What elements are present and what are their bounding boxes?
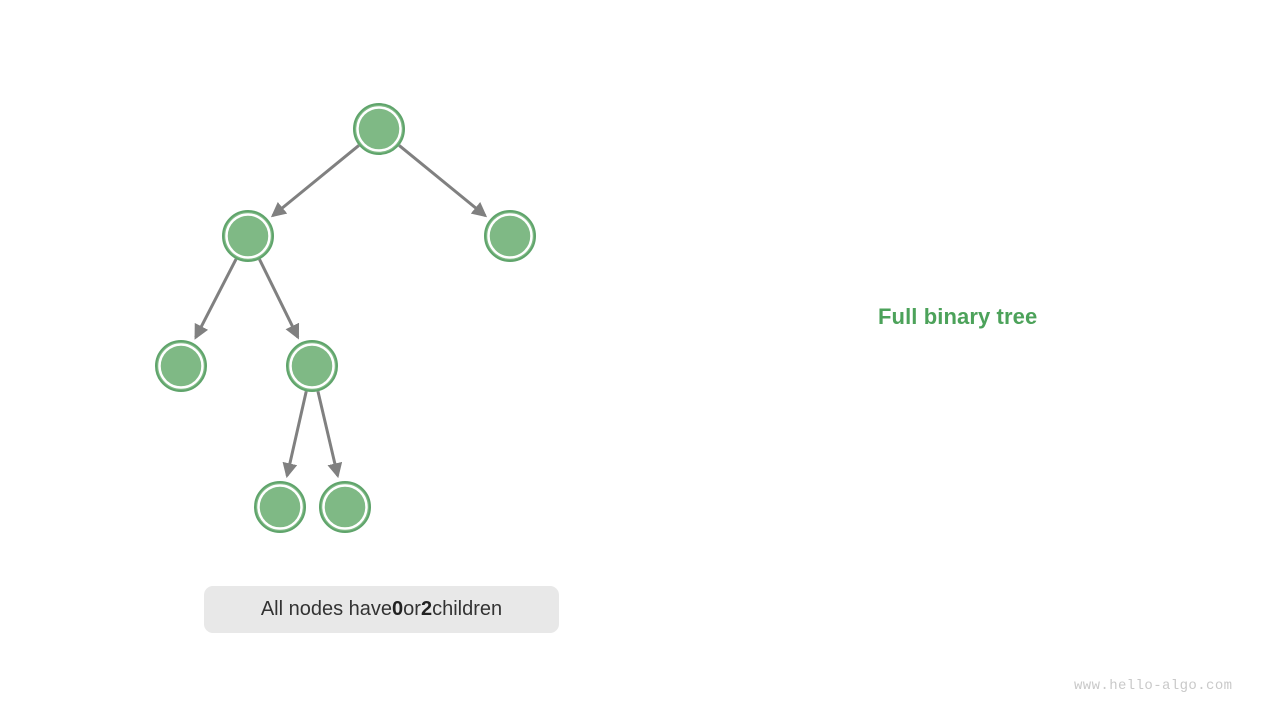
caption-value-zero: 0 (392, 598, 404, 620)
tree-edge-n-lr-to-n-lrr (316, 390, 343, 479)
tree-node-n-lrr[interactable] (319, 481, 371, 533)
tree-node-n-ll[interactable] (155, 340, 207, 392)
caption-banner: All nodes have 0 or 2 children (204, 586, 559, 633)
node-inner-ring (257, 484, 303, 530)
node-inner-ring (225, 213, 271, 259)
node-inner-ring (289, 343, 335, 389)
tree-edge-root-to-n-l (270, 144, 360, 218)
tree-edge-n-l-to-n-lr (258, 258, 300, 340)
caption-suffix: children (432, 598, 503, 620)
caption-value-two: 2 (420, 598, 433, 620)
tree-edge-root-to-n-r (398, 144, 488, 218)
page-title: Full binary tree (878, 304, 1038, 329)
tree-edge-layer (194, 144, 488, 479)
node-inner-ring (322, 484, 368, 530)
tree-edge-n-l-to-n-ll (194, 258, 238, 340)
tree-edge-n-lr-to-n-lrl (282, 391, 308, 479)
tree-node-n-l[interactable] (222, 210, 274, 262)
tree-node-layer (155, 103, 536, 533)
tree-node-root[interactable] (353, 103, 405, 155)
tree-node-n-r[interactable] (484, 210, 536, 262)
caption-prefix: All nodes have (260, 598, 393, 620)
node-inner-ring (356, 106, 402, 152)
node-inner-ring (158, 343, 204, 389)
tree-node-n-lrl[interactable] (254, 481, 306, 533)
node-inner-ring (487, 213, 533, 259)
tree-node-n-lr[interactable] (286, 340, 338, 392)
caption-middle: or (403, 598, 421, 620)
site-watermark: www.hello-algo.com (1074, 678, 1233, 694)
